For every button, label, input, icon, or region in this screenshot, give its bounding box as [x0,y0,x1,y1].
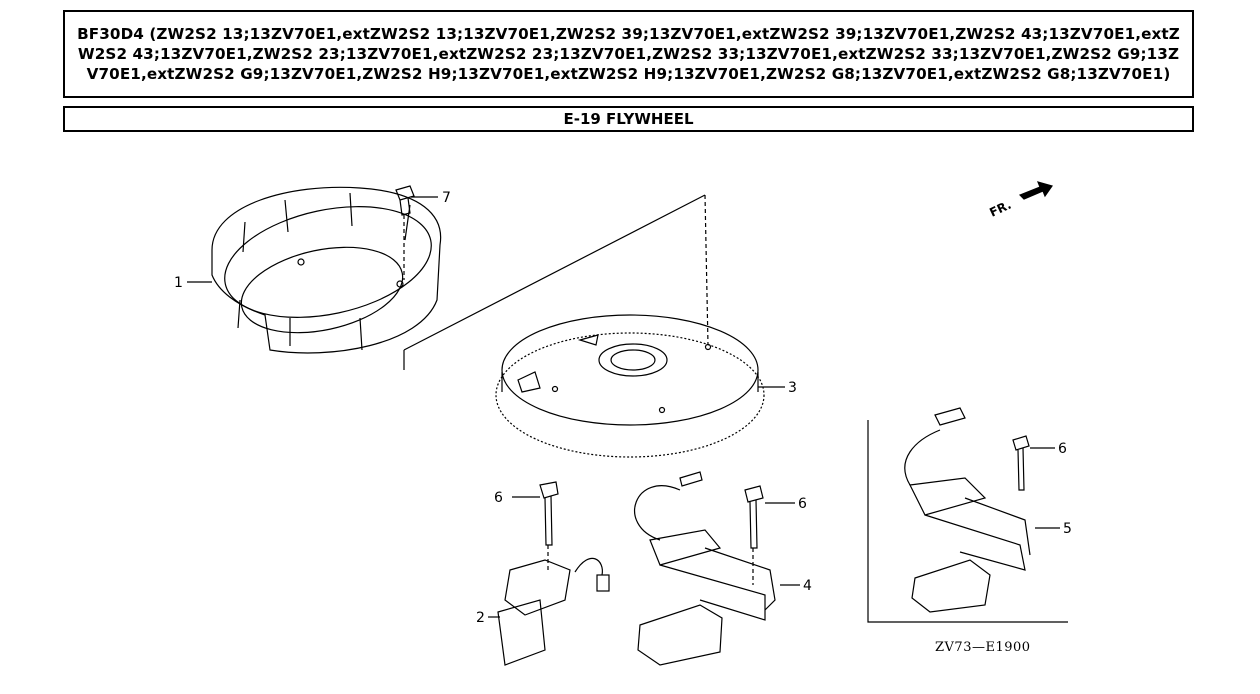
callout-6-center: 6 [798,496,807,512]
model-applicability-header: BF30D4 (ZW2S2 13;13ZV70E1,extZW2S2 13;13… [63,10,1194,98]
callout-6-right: 6 [1058,441,1067,457]
callout-1: 1 [174,275,183,291]
part-1-flywheel-cover [211,186,442,354]
callout-2: 2 [476,610,485,626]
front-direction-label: FR. [987,198,1013,220]
part-3-flywheel [495,314,765,458]
part-4-charge-coil [634,471,776,666]
front-direction-arrow [1018,181,1053,200]
callout-4: 4 [803,578,812,594]
callout-6-left: 6 [494,490,503,506]
callout-3: 3 [788,380,797,396]
callout-leaders [187,196,1060,618]
callout-5: 5 [1063,521,1072,537]
part-2-pulser-coil [497,481,610,666]
alignment-guide-lines [403,194,709,370]
callout-7: 7 [442,190,451,206]
part-5-alternator-coil-assembly [867,407,1068,623]
part-7-bolt [395,185,415,280]
section-title: E-19 FLYWHEEL [63,106,1194,132]
model-list-text: BF30D4 (ZW2S2 13;13ZV70E1,extZW2S2 13;13… [77,25,1180,83]
figure-code: ZV73—E1900 [935,640,1031,655]
